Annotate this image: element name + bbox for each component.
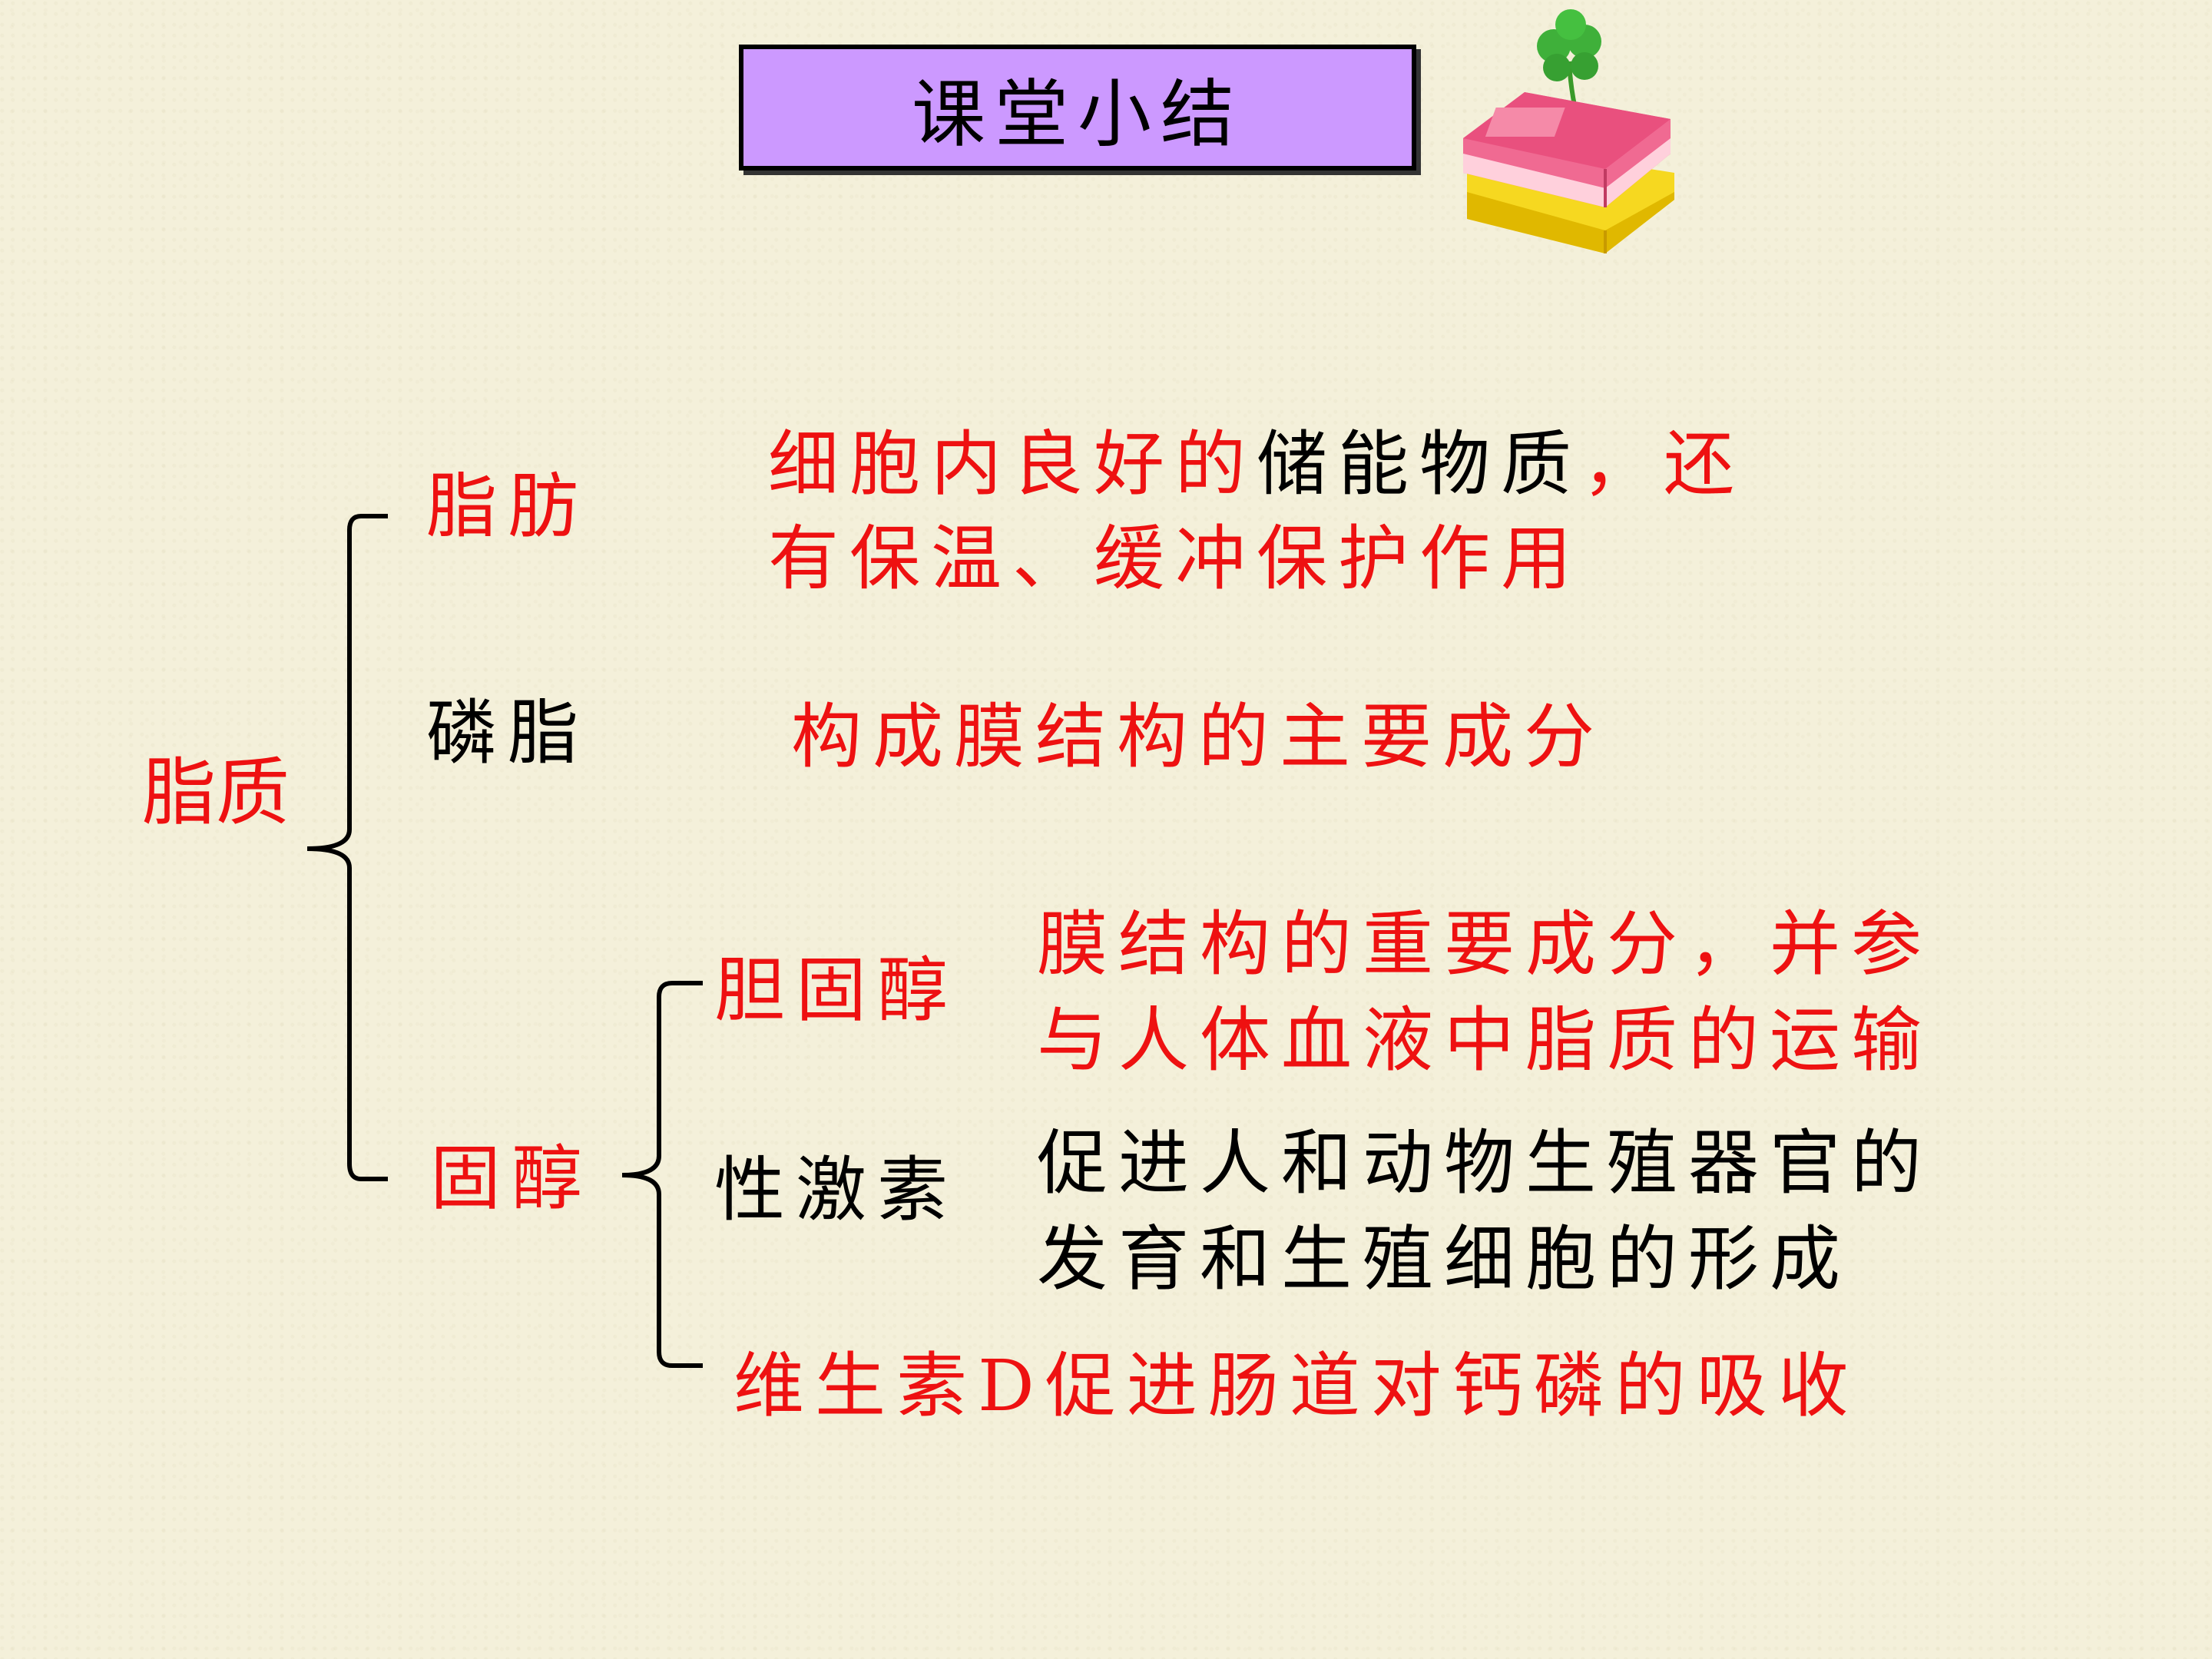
fat-desc-line2: 有保温、缓冲保护作用 bbox=[768, 518, 1583, 600]
phospholipid-desc: 构成膜结构的主要成分 bbox=[791, 696, 1606, 778]
cholesterol-desc-line2: 与人体血液中脂质的运输 bbox=[1037, 999, 1933, 1081]
fat-label: 脂肪 bbox=[426, 465, 590, 548]
root-label: 脂质 bbox=[142, 750, 290, 836]
sex-hormone-desc-line1: 促进人和动物生殖器官的 bbox=[1037, 1122, 1933, 1204]
cholesterol-desc-line1: 膜结构的重要成分，并参 bbox=[1037, 903, 1933, 985]
cholesterol-label: 胆固醇 bbox=[714, 949, 959, 1031]
fat-desc-line1: 细胞内良好的储能物质，还 bbox=[768, 423, 1746, 505]
title-box: 课堂小结 bbox=[739, 45, 1416, 171]
sex-hormone-label: 性激素 bbox=[714, 1149, 959, 1231]
page-title: 课堂小结 bbox=[912, 71, 1243, 157]
sex-hormone-desc-line2: 发育和生殖细胞的形成 bbox=[1037, 1218, 1852, 1300]
vitamin-d-text: 维生素D促进肠道对钙磷的吸收 bbox=[733, 1345, 1859, 1427]
phospholipid-label: 磷脂 bbox=[426, 692, 590, 774]
sterol-label: 固醇 bbox=[430, 1137, 594, 1220]
books-clover-icon bbox=[1463, 9, 1674, 253]
